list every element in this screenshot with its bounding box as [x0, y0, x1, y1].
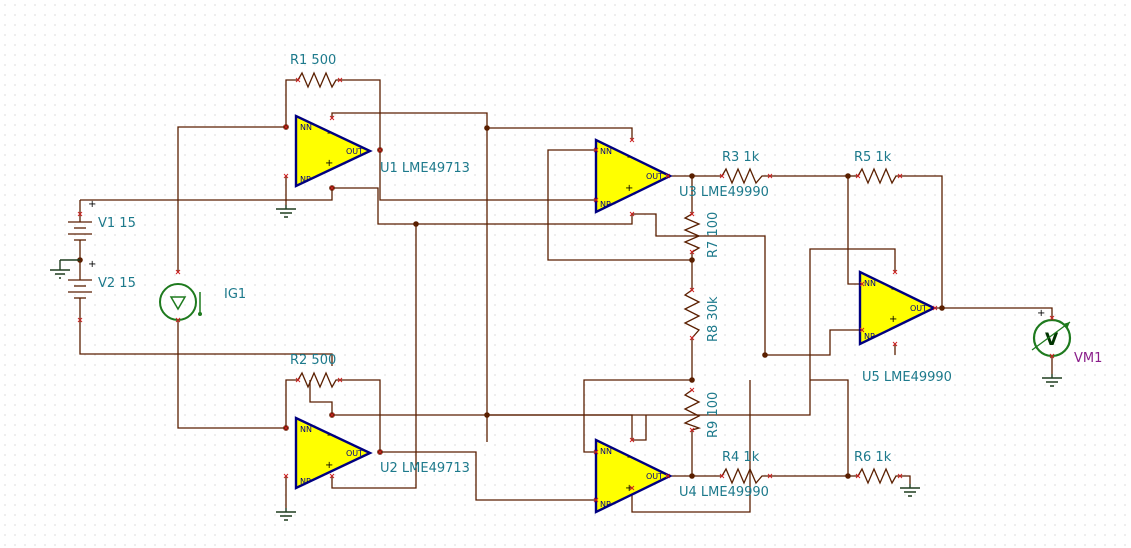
svg-text:NN: NN	[864, 279, 876, 288]
svg-text:+: +	[325, 460, 333, 471]
svg-text:NP: NP	[300, 175, 311, 184]
ground-icon	[1042, 374, 1062, 387]
resistor-r4[interactable]: R4 1k	[721, 450, 770, 485]
svg-text:V: V	[1045, 330, 1059, 350]
svg-text:NN: NN	[300, 123, 312, 132]
u2-label: U2 LME49713	[380, 461, 470, 476]
resistor-r9[interactable]: R9 100	[683, 389, 721, 438]
resistor-r3[interactable]: R3 1k	[721, 150, 770, 185]
svg-text:+: +	[889, 314, 897, 325]
opamp-u1[interactable]: NN NP OUT - + U1 LME49713	[294, 114, 470, 188]
svg-text:+: +	[88, 199, 96, 210]
resistor-r6[interactable]: R6 1k	[854, 450, 900, 485]
r5-label: R5 1k	[854, 150, 892, 165]
ground-icon	[50, 259, 80, 279]
svg-text:-: -	[327, 430, 331, 441]
svg-text:OUT: OUT	[346, 449, 363, 458]
r8-label: R8 30k	[706, 296, 721, 342]
u4-label: U4 LME49990	[679, 485, 769, 500]
svg-text:+: +	[88, 259, 96, 270]
svg-text:+: +	[625, 483, 633, 494]
opamp-u4[interactable]: NN NP OUT - + U4 LME49990	[594, 438, 769, 514]
v2-label: V2 15	[98, 276, 136, 291]
resistor-r2[interactable]: R2 500	[290, 353, 340, 389]
svg-text:-: -	[627, 152, 631, 163]
r4-label: R4 1k	[722, 450, 760, 465]
pin-marks	[77, 77, 1055, 503]
resistor-r7[interactable]: R7 100	[683, 212, 721, 258]
svg-text:+: +	[1037, 308, 1045, 319]
r6-label: R6 1k	[854, 450, 892, 465]
svg-text:NP: NP	[300, 477, 311, 486]
svg-text:NP: NP	[600, 200, 611, 209]
svg-text:+: +	[625, 183, 633, 194]
opamp-u2[interactable]: NN NP OUT - + U2 LME49713	[294, 416, 470, 490]
ground-icon	[276, 205, 296, 218]
r3-label: R3 1k	[722, 150, 760, 165]
svg-text:OUT: OUT	[910, 304, 927, 313]
wires	[79, 79, 1053, 513]
opamp-u3[interactable]: NN NP OUT - + U3 LME49990	[594, 138, 769, 214]
current-source-ig1[interactable]: IG1	[159, 283, 246, 321]
svg-text:NP: NP	[600, 500, 611, 509]
svg-text:-: -	[327, 128, 331, 139]
battery-v1[interactable]: + V1 15	[68, 199, 136, 280]
ground-icon	[900, 484, 920, 497]
svg-text:-: -	[627, 452, 631, 463]
svg-text:OUT: OUT	[646, 472, 663, 481]
r9-label: R9 100	[706, 392, 721, 438]
v1-label: V1 15	[98, 216, 136, 231]
svg-text:NN: NN	[600, 147, 612, 156]
svg-text:-: -	[891, 284, 895, 295]
ig1-label: IG1	[224, 287, 246, 302]
resistor-r5[interactable]: R5 1k	[854, 150, 900, 185]
u1-label: U1 LME49713	[380, 161, 470, 176]
u3-label: U3 LME49990	[679, 185, 769, 200]
ground-symbols	[50, 205, 1062, 521]
resistor-r8[interactable]: R8 30k	[683, 289, 721, 342]
r7-label: R7 100	[706, 212, 721, 258]
r2-label: R2 500	[290, 353, 336, 368]
svg-text:OUT: OUT	[346, 147, 363, 156]
voltmeter-vm1[interactable]: V + VM1	[1031, 308, 1102, 366]
u5-label: U5 LME49990	[862, 370, 952, 385]
svg-text:NP: NP	[864, 332, 875, 341]
svg-text:OUT: OUT	[646, 172, 663, 181]
svg-text:NN: NN	[300, 425, 312, 434]
resistor-r1[interactable]: R1 500	[290, 53, 340, 89]
ground-icon	[276, 508, 296, 521]
svg-text:NN: NN	[600, 447, 612, 456]
battery-v2[interactable]: + V2 15	[68, 259, 136, 320]
vm1-label: VM1	[1074, 351, 1102, 366]
r1-label: R1 500	[290, 53, 336, 68]
opamp-u5[interactable]: NN NP OUT - + U5 LME49990	[858, 270, 952, 385]
svg-text:+: +	[325, 158, 333, 169]
